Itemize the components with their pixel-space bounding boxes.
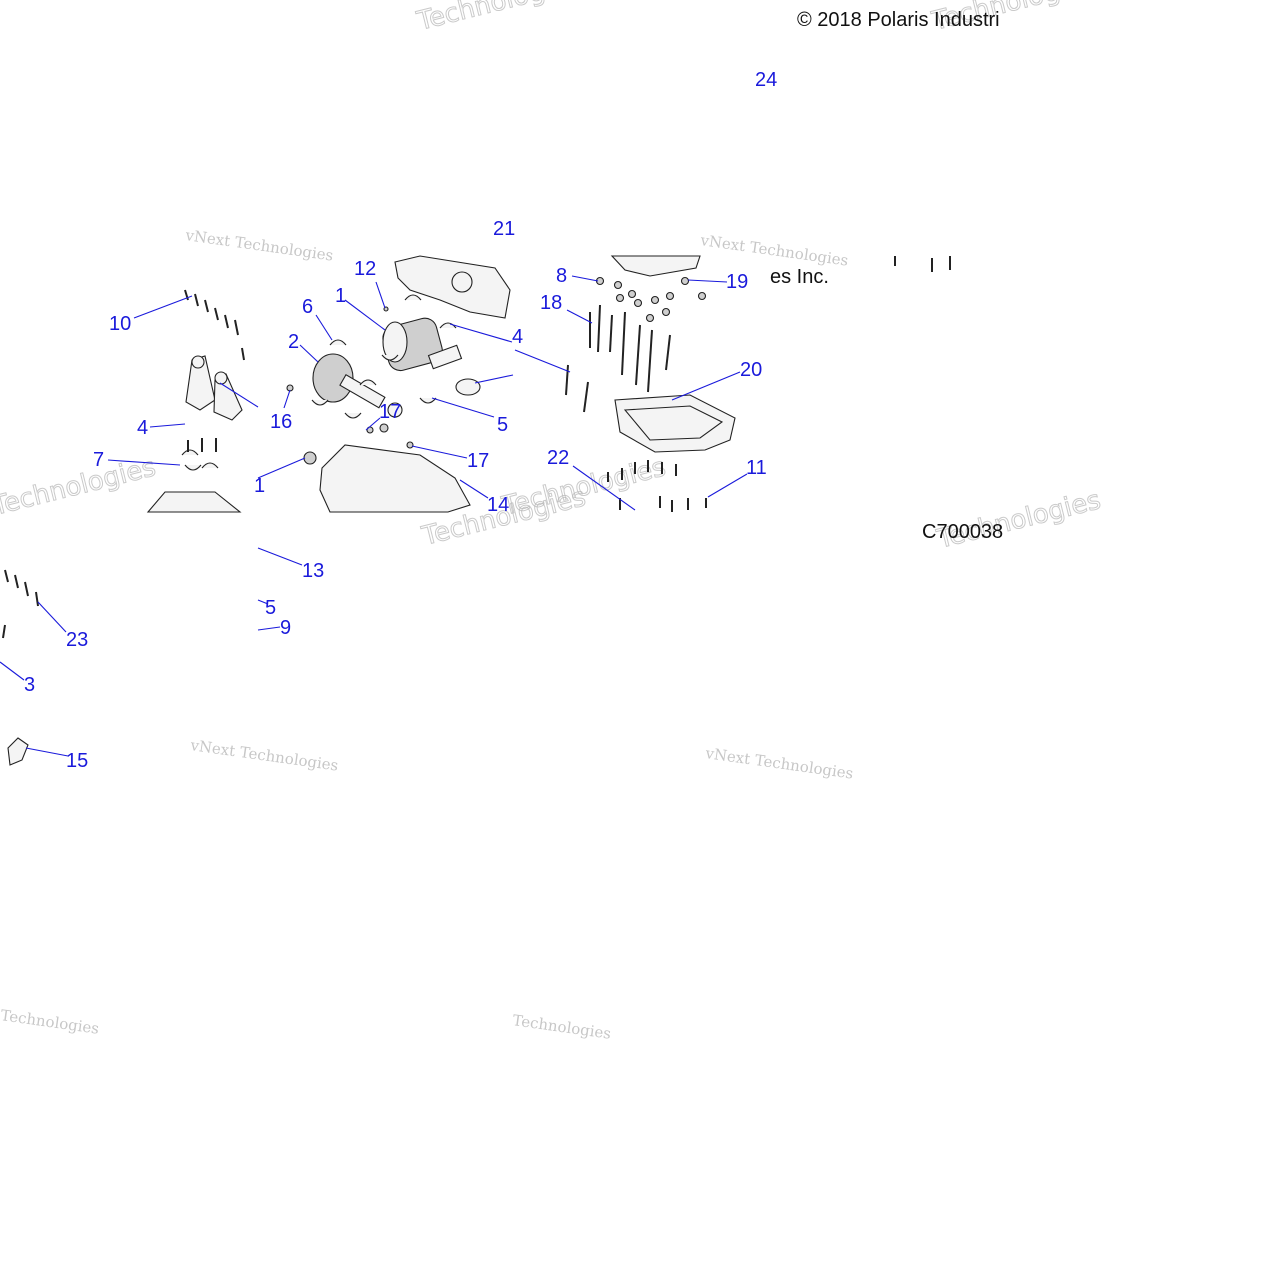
watermark-text: vNext Technologies bbox=[698, 231, 849, 270]
callout-15[interactable]: 15 bbox=[66, 750, 88, 772]
callout-10[interactable]: 10 bbox=[109, 313, 131, 335]
callout-24[interactable]: 24 bbox=[755, 69, 777, 91]
watermark-text: Technologies bbox=[511, 1011, 612, 1043]
callout-4[interactable]: 4 bbox=[137, 417, 148, 439]
callout-9[interactable]: 9 bbox=[280, 617, 291, 639]
watermark-text: vNext Technologies bbox=[183, 226, 334, 265]
watermark-technologies: Technologies bbox=[413, 0, 583, 37]
watermark-text: vNext Technologies bbox=[703, 744, 854, 783]
callout-14[interactable]: 14 bbox=[487, 494, 509, 516]
callout-4[interactable]: 4 bbox=[512, 326, 523, 348]
watermark-technologies: Technologies bbox=[0, 452, 159, 522]
crankcase-cover bbox=[146, 491, 242, 513]
callout-19[interactable]: 19 bbox=[726, 271, 748, 293]
crankshaft bbox=[382, 317, 481, 396]
leader-lines bbox=[0, 275, 748, 757]
callout-7[interactable]: 7 bbox=[93, 449, 104, 471]
watermark-text: Technologies bbox=[0, 1006, 100, 1038]
copyright-line-2: es Inc. bbox=[770, 266, 829, 288]
callout-11[interactable]: 11 bbox=[746, 457, 767, 479]
callout-1[interactable]: 1 bbox=[335, 285, 346, 307]
bracket bbox=[7, 737, 29, 766]
upper-crankcase bbox=[394, 255, 511, 319]
plug bbox=[303, 451, 317, 465]
watermark-text: vNext Technologies bbox=[188, 736, 339, 775]
diagram-code: C700038 bbox=[922, 521, 1003, 543]
copyright-line-1: © 2018 Polaris Industri bbox=[797, 9, 1000, 31]
oil-pan-inner bbox=[623, 405, 724, 441]
panel-edge bbox=[258, 515, 1285, 1285]
callout-13[interactable]: 13 bbox=[302, 560, 324, 582]
crankcase-bore bbox=[451, 271, 473, 293]
callout-layer: 1 2 3 4 4 5 5 6 7 8 9 10 11 12 13 14 15 … bbox=[24, 69, 777, 772]
cylinder-block-part bbox=[610, 255, 701, 277]
callout-23[interactable]: 23 bbox=[66, 629, 88, 651]
callout-20[interactable]: 20 bbox=[740, 359, 762, 381]
callout-21[interactable]: 21 bbox=[493, 218, 515, 240]
parts-illustration bbox=[2, 255, 951, 766]
callout-16[interactable]: 16 bbox=[270, 411, 292, 433]
callout-22[interactable]: 22 bbox=[547, 447, 569, 469]
callout-1[interactable]: 1 bbox=[254, 475, 265, 497]
washer-set bbox=[286, 276, 707, 449]
lower-crankcase bbox=[319, 444, 471, 513]
callout-8[interactable]: 8 bbox=[556, 265, 567, 287]
bolt-set bbox=[2, 256, 951, 639]
callout-5[interactable]: 5 bbox=[265, 597, 276, 619]
callout-18[interactable]: 18 bbox=[540, 292, 562, 314]
seal bbox=[455, 378, 481, 396]
balance-shaft bbox=[312, 353, 403, 418]
callout-2[interactable]: 2 bbox=[288, 331, 299, 353]
callout-17[interactable]: 17 bbox=[379, 401, 401, 423]
callout-12[interactable]: 12 bbox=[354, 258, 376, 280]
callout-3[interactable]: 3 bbox=[24, 674, 35, 696]
callout-5[interactable]: 5 bbox=[497, 414, 508, 436]
callout-17[interactable]: 17 bbox=[467, 450, 489, 472]
bearing-shells bbox=[181, 294, 457, 471]
callout-6[interactable]: 6 bbox=[302, 296, 313, 318]
connecting-rods bbox=[185, 355, 243, 421]
